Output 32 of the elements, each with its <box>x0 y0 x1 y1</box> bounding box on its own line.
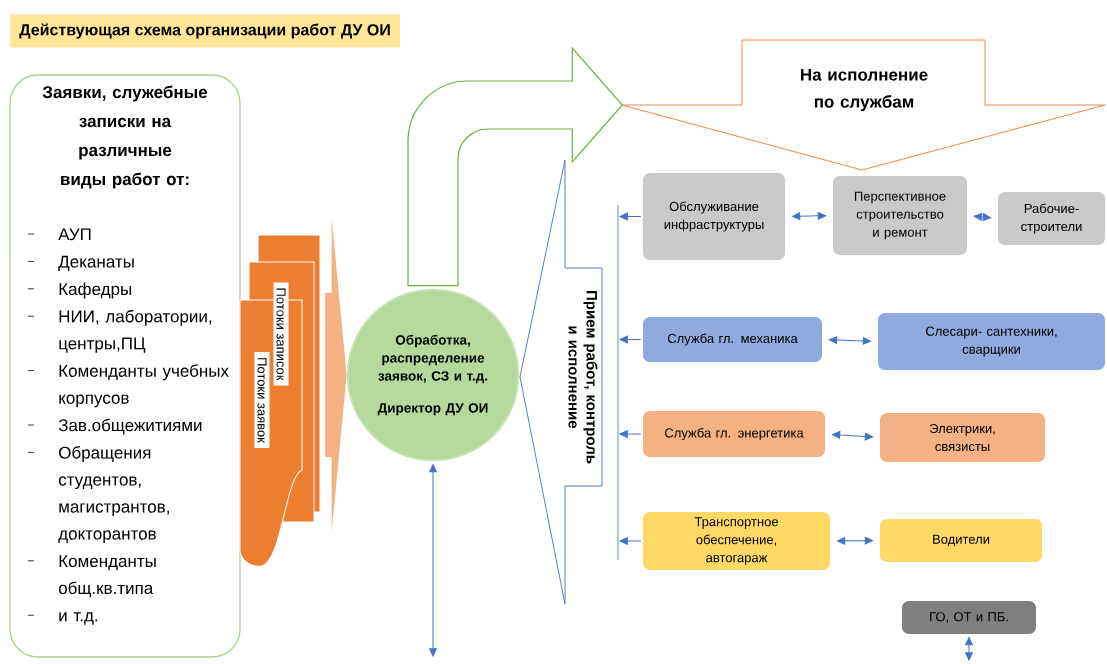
list-item: Кафедры <box>27 282 132 299</box>
list-item: Зав.общежитиями <box>27 418 202 435</box>
arrow <box>831 431 874 441</box>
list-item: и т.д. <box>27 612 98 625</box>
arrow <box>791 211 827 221</box>
process-box: Водители <box>880 519 1042 562</box>
arrow <box>619 537 642 545</box>
process-box: ГО, ОТ и ПБ. <box>902 601 1036 634</box>
arrow <box>965 636 973 661</box>
process-box: Рабочие- строители <box>998 192 1105 245</box>
block-arrow <box>407 47 623 287</box>
document-stack: Потоки записок Потоки заявок <box>239 234 321 567</box>
arrow <box>619 212 642 221</box>
arrow <box>836 536 874 545</box>
title-banner: Действующая схема организации работ ДУ ОИ <box>10 14 400 48</box>
arrow <box>619 335 642 344</box>
arrow <box>429 464 437 657</box>
list-item: НИИ, лаборатории, центры,ПЦ <box>27 309 212 353</box>
list-item: АУП <box>27 228 91 241</box>
process-box: Транспортное обеспечение, автогараж <box>643 512 830 570</box>
list-item: Обращения студентов, магистрантов, докторантов <box>27 446 169 544</box>
process-box: Служба гл. энергетика <box>643 411 825 457</box>
process-box: Служба гл. механика <box>643 317 822 362</box>
arrow <box>828 336 872 345</box>
arrow <box>973 213 992 221</box>
list-item: Коменданты учебных корпусов <box>27 364 229 408</box>
arrow <box>619 430 642 438</box>
list-item: Деканаты <box>27 255 134 271</box>
process-box: Обслуживание инфраструктуры <box>643 173 785 260</box>
process-box: Перспективное строительство и ремонт <box>833 176 967 255</box>
process-box: Слесари- сантехники, сварщики <box>878 313 1105 370</box>
process-box: Электрики, связисты <box>880 413 1045 462</box>
